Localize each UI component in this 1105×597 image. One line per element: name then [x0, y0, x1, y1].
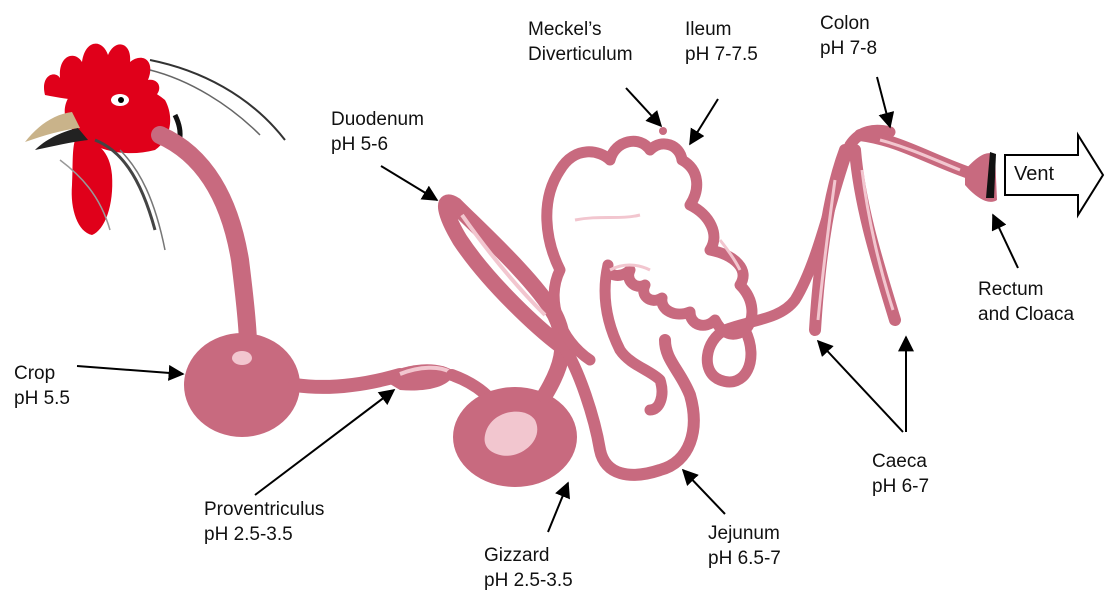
caeca-name: Caeca: [872, 449, 929, 474]
duodenum-label: Duodenum pH 5-6: [331, 107, 424, 157]
jejunum-ph: pH 6.5-7: [708, 546, 781, 571]
ileum-name: Ileum: [685, 17, 758, 42]
wattle: [72, 140, 113, 235]
esophagus: [160, 135, 248, 345]
jejunum-name: Jejunum: [708, 521, 781, 546]
proventriculus-name: Proventriculus: [204, 497, 324, 522]
caeca-ph: pH 6-7: [872, 474, 929, 499]
ileum-pointer: [690, 99, 718, 144]
duodenum-pointer: [381, 166, 437, 200]
caeca-pointer-left: [818, 341, 903, 432]
colon-organ: [860, 135, 975, 175]
vent-label: Vent: [1014, 163, 1054, 186]
gizzard-name: Gizzard: [484, 543, 573, 568]
meckels-pointer: [626, 88, 661, 126]
caeca-label: Caeca pH 6-7: [872, 449, 929, 499]
meckels-label: Meckel’s Diverticulum: [528, 17, 633, 67]
gizzard-pointer: [548, 483, 568, 532]
proventriculus-label: Proventriculus pH 2.5-3.5: [204, 497, 324, 547]
crop-organ: [184, 333, 300, 437]
colon-label: Colon pH 7-8: [820, 11, 877, 61]
colon-pointer: [877, 77, 890, 127]
meckels-line2: Diverticulum: [528, 42, 633, 67]
colon-name: Colon: [820, 11, 877, 36]
meckels-line1: Meckel’s: [528, 17, 633, 42]
ileum-ph: pH 7-7.5: [685, 42, 758, 67]
gizzard-organ: [453, 387, 577, 487]
caeca-organ: [815, 150, 895, 330]
cloaca-organ: [965, 152, 997, 202]
rectum-pointer: [993, 215, 1018, 268]
jejunum-pointer: [683, 470, 725, 514]
crop-label: Crop pH 5.5: [14, 361, 70, 411]
rectum-line2: and Cloaca: [978, 302, 1074, 327]
crop-pointer: [77, 366, 183, 374]
rectum-label: Rectum and Cloaca: [978, 277, 1074, 327]
duodenum-ph: pH 5-6: [331, 132, 424, 157]
chicken-head: [25, 44, 285, 250]
rectum-line1: Rectum: [978, 277, 1074, 302]
gizzard-label: Gizzard pH 2.5-3.5: [484, 543, 573, 593]
crop-ph: pH 5.5: [14, 386, 70, 411]
gizzard-ph: pH 2.5-3.5: [484, 568, 573, 593]
duodenum-name: Duodenum: [331, 107, 424, 132]
crop-name: Crop: [14, 361, 70, 386]
proventriculus-ph: pH 2.5-3.5: [204, 522, 324, 547]
colon-ph: pH 7-8: [820, 36, 877, 61]
jejunum-label: Jejunum pH 6.5-7: [708, 521, 781, 571]
ileum-label: Ileum pH 7-7.5: [685, 17, 758, 67]
proventriculus-organ: [380, 364, 455, 390]
